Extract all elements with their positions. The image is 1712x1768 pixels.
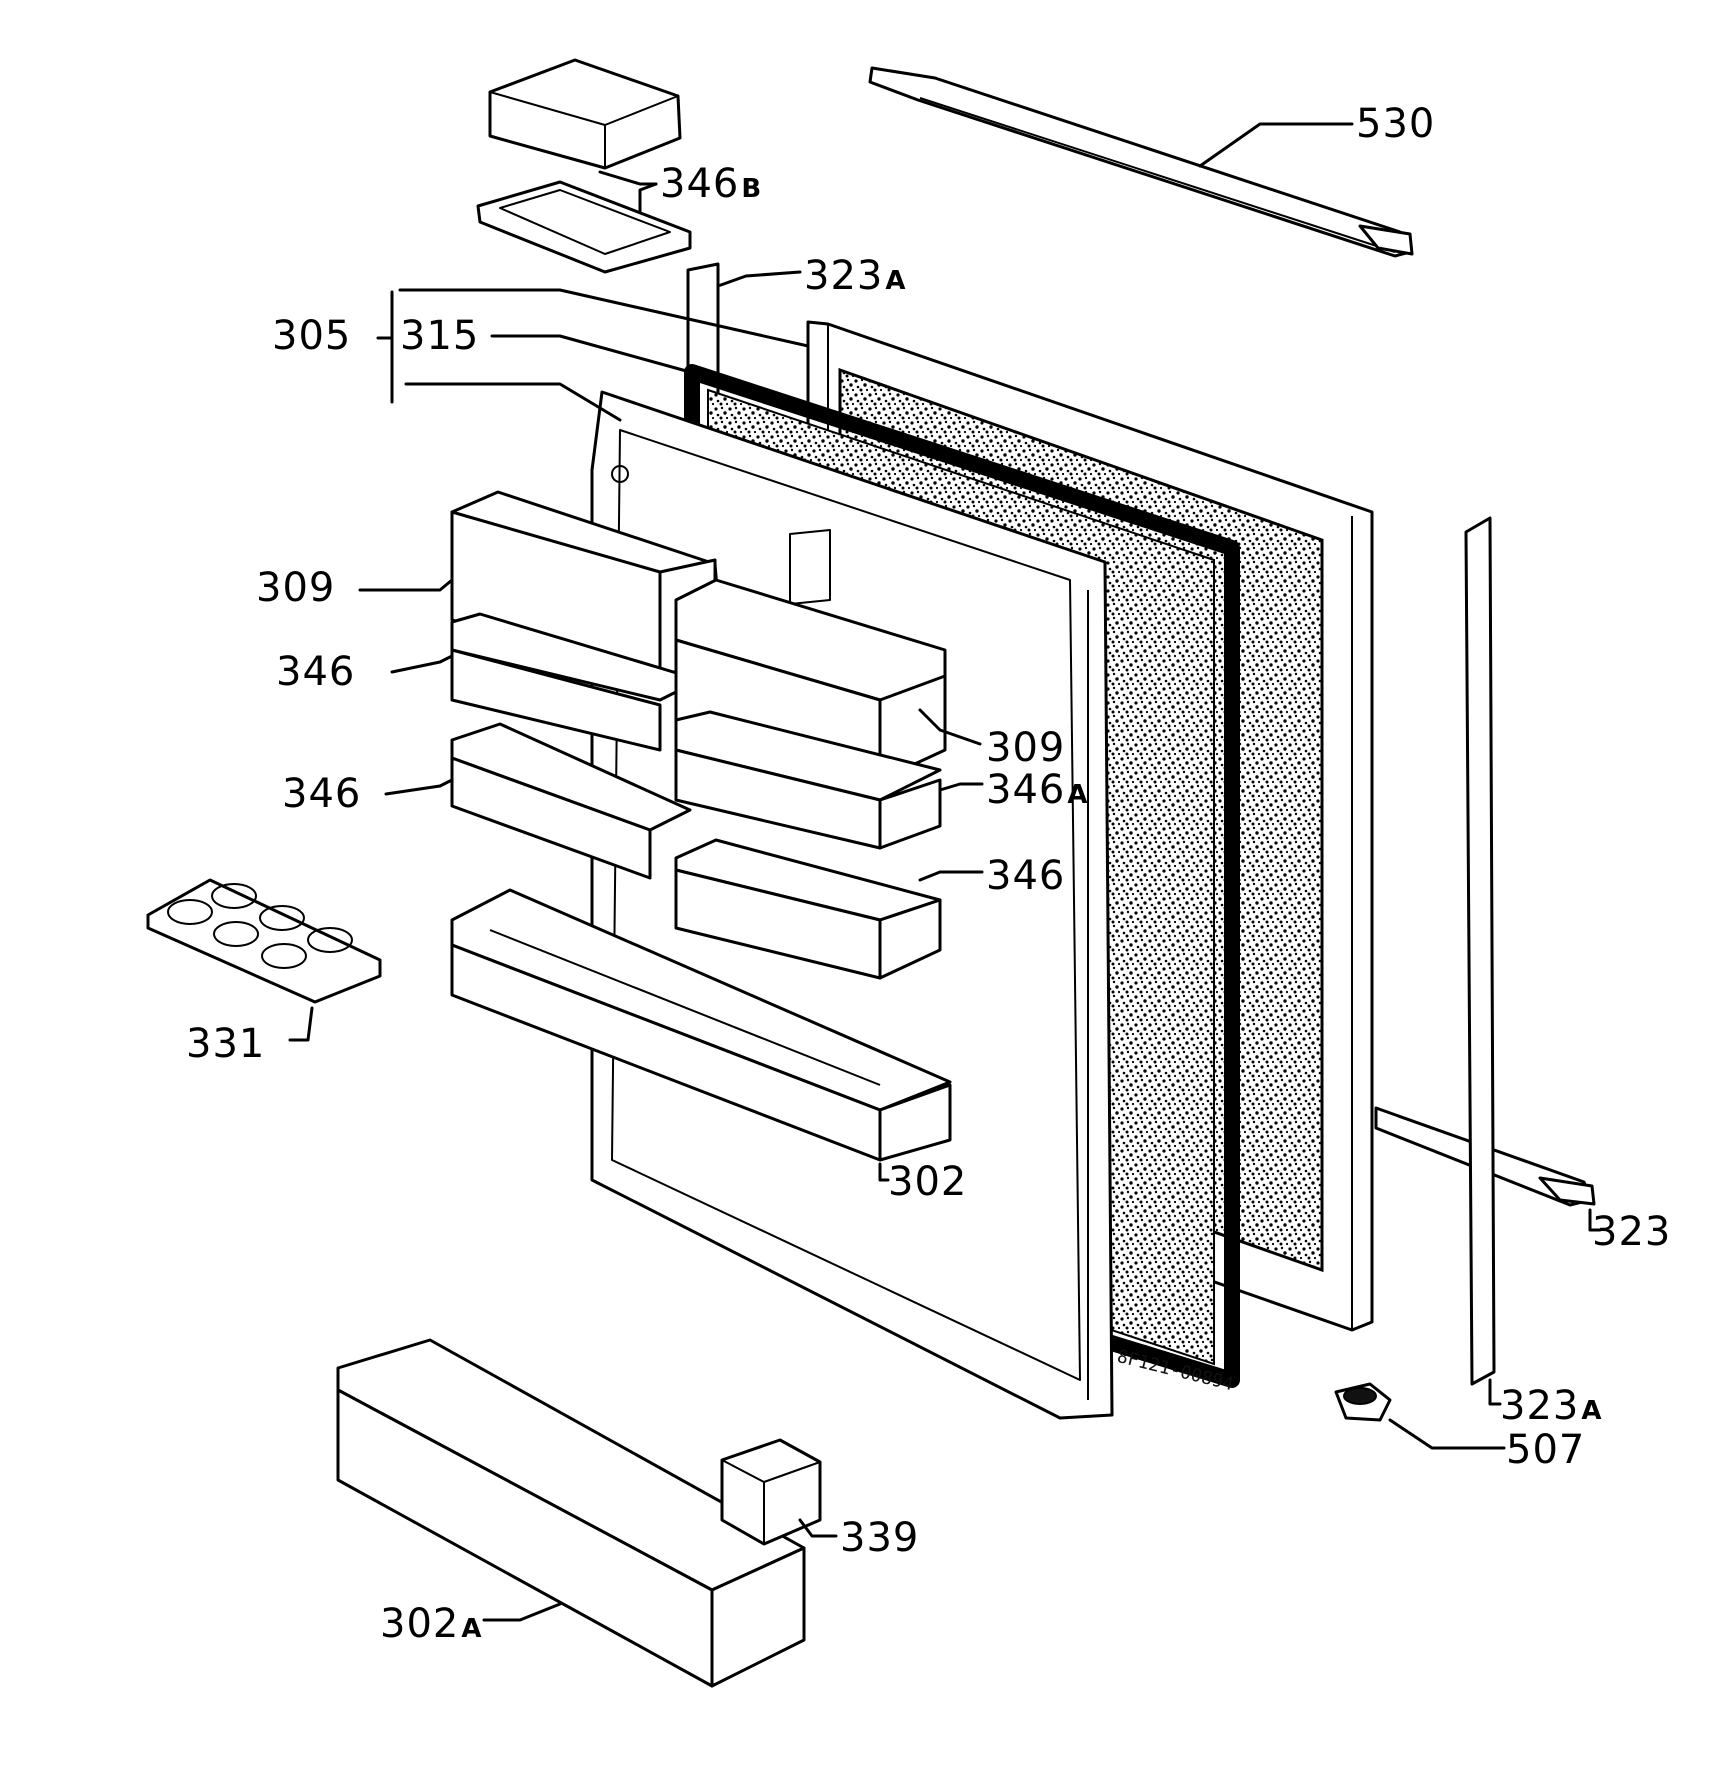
label-323a-top-number: 323 [804, 253, 884, 299]
label-346a-number: 346 [986, 767, 1066, 813]
label-346a-suffix: A [1067, 780, 1089, 810]
door-shelf-right-lower-part [674, 838, 942, 980]
label-346b-number: 346 [660, 161, 740, 207]
label-323a-top-suffix: A [885, 266, 907, 296]
label-346b: 346B [660, 164, 762, 204]
label-507: 507 [1506, 1427, 1586, 1473]
label-323a-bottom: 323A [1500, 1386, 1602, 1426]
dairy-compartment-lid-part [488, 58, 682, 170]
label-323: 323 [1592, 1209, 1672, 1255]
label-331: 331 [186, 1021, 266, 1067]
side-trim-strip-part [1464, 516, 1496, 1386]
label-305: 305 [272, 313, 352, 359]
door-stop-part [720, 1438, 822, 1546]
label-346-left-upper: 346 [276, 649, 356, 695]
label-302a: 302A [380, 1604, 482, 1644]
label-315: 315 [400, 313, 480, 359]
label-309-right: 309 [986, 725, 1066, 771]
label-530: 530 [1356, 101, 1436, 147]
label-309-left: 309 [256, 565, 336, 611]
label-323a-bottom-suffix: A [1581, 1396, 1603, 1426]
label-339: 339 [840, 1515, 920, 1561]
label-323a-bottom-number: 323 [1500, 1383, 1580, 1429]
dairy-compartment-tray-part [476, 180, 692, 274]
bottom-bottle-shelf-part [336, 1338, 806, 1688]
label-302a-number: 302 [380, 1601, 460, 1647]
label-302: 302 [888, 1159, 968, 1205]
door-shelf-left-upper-part [450, 612, 702, 752]
top-hinge-bar-part [868, 66, 1414, 258]
leader-lines [288, 122, 1602, 1622]
label-346b-suffix: B [741, 174, 763, 204]
door-shelf-right-upper-part [674, 710, 942, 850]
label-346-right-lower: 346 [986, 853, 1066, 899]
label-302a-suffix: A [461, 1614, 483, 1644]
label-346-left-lower: 346 [282, 771, 362, 817]
label-323a-top: 323A [804, 256, 906, 296]
hinge-pin-part [1334, 1382, 1392, 1422]
label-346a: 346A [986, 770, 1088, 810]
door-shelf-left-lower-part [450, 722, 692, 880]
egg-tray-part [146, 878, 382, 1004]
bottle-shelf-part [450, 888, 952, 1162]
